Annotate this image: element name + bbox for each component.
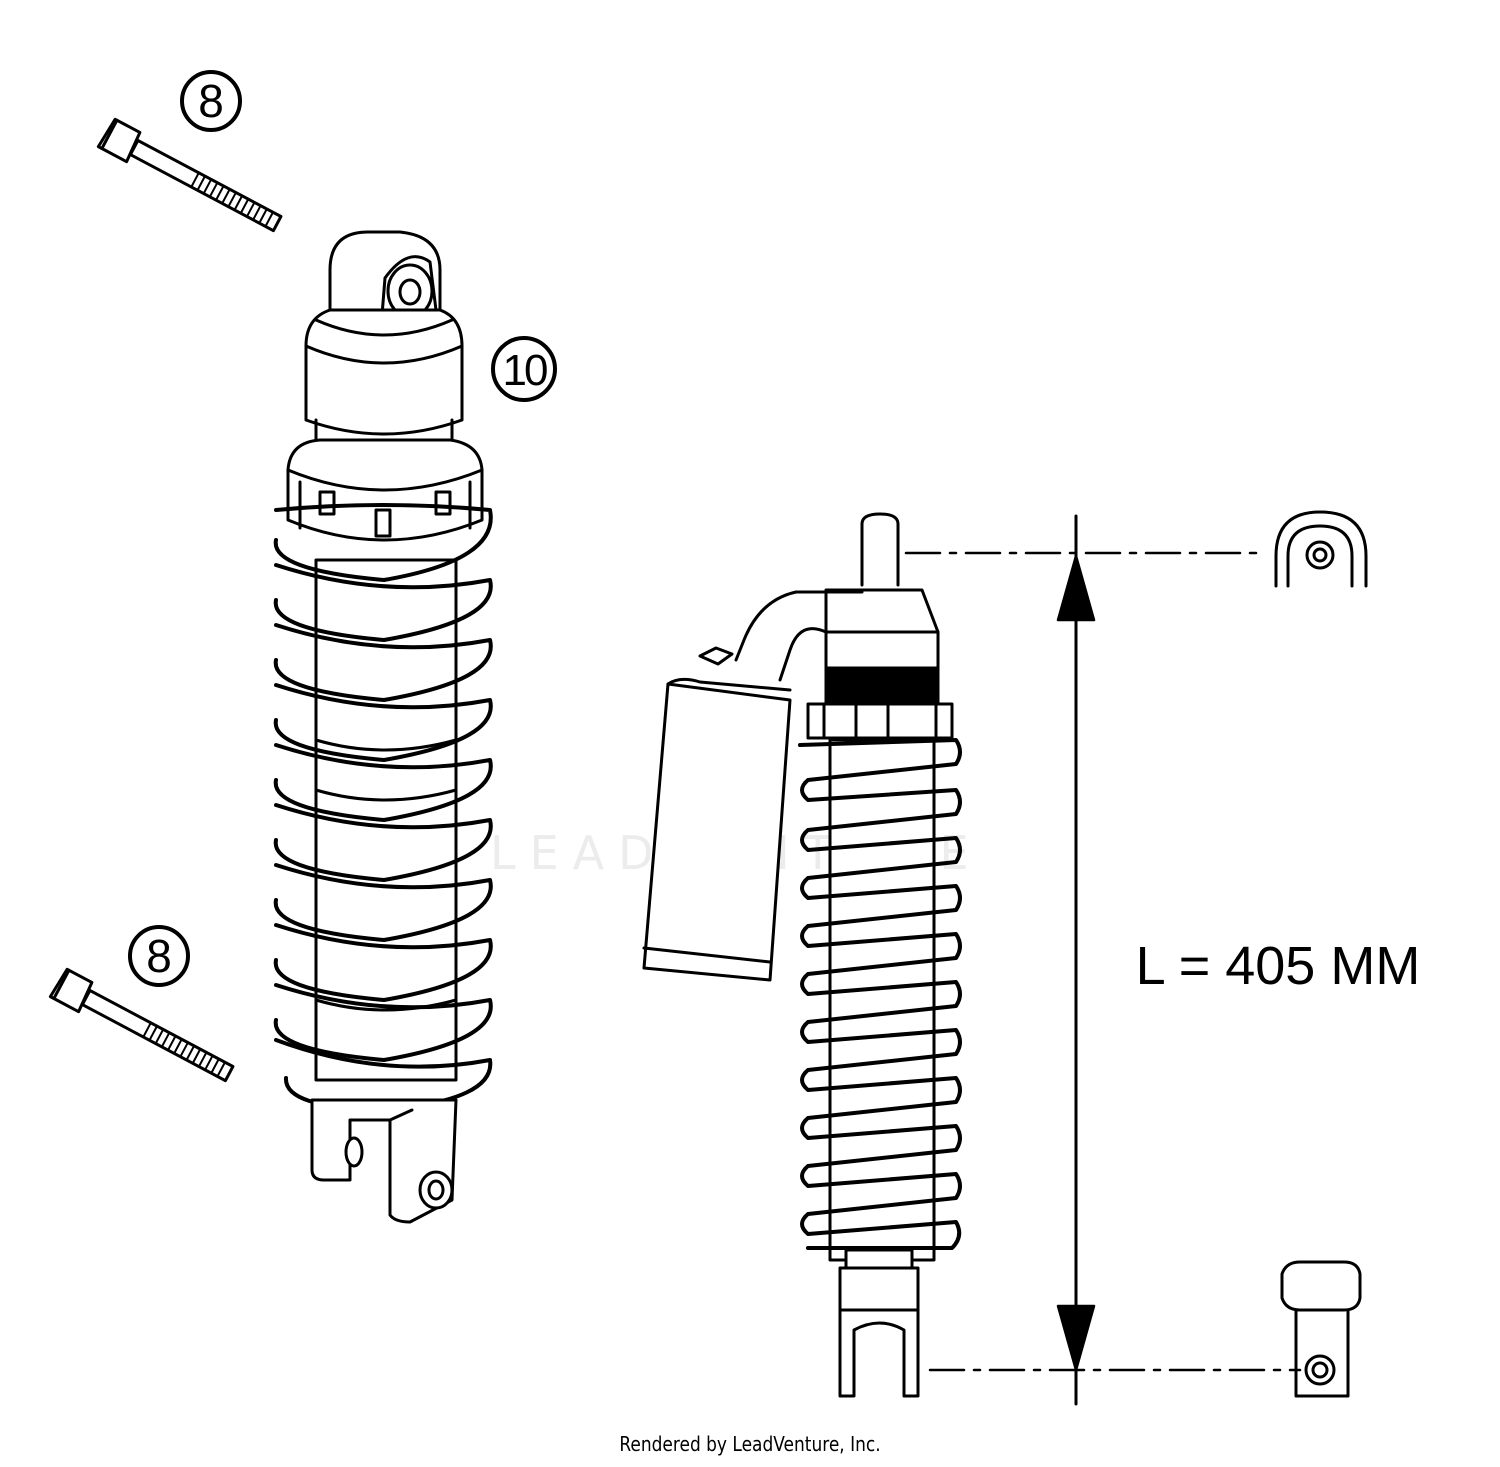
callout-8-top: 8 — [180, 70, 242, 132]
dimension-label: L = 405 MM — [1136, 936, 1421, 996]
callout-10: 10 — [491, 336, 557, 402]
bolt-top[interactable] — [96, 117, 284, 237]
callout-10-label: 10 — [503, 346, 547, 395]
dimension-lines — [904, 514, 1302, 1406]
callout-8-bottom: 8 — [128, 925, 190, 987]
callout-8-bottom-label: 8 — [146, 930, 172, 982]
shock-absorber-side-view[interactable] — [642, 512, 962, 1398]
shock-absorber-exploded[interactable] — [273, 230, 493, 1224]
callout-8-top-label: 8 — [198, 75, 224, 127]
bottom-eye-detail — [1280, 1260, 1362, 1398]
footer-credit: Rendered by LeadVenture, Inc. — [619, 1432, 881, 1456]
bolt-bottom[interactable] — [48, 967, 236, 1087]
top-eye-detail — [1274, 510, 1368, 588]
